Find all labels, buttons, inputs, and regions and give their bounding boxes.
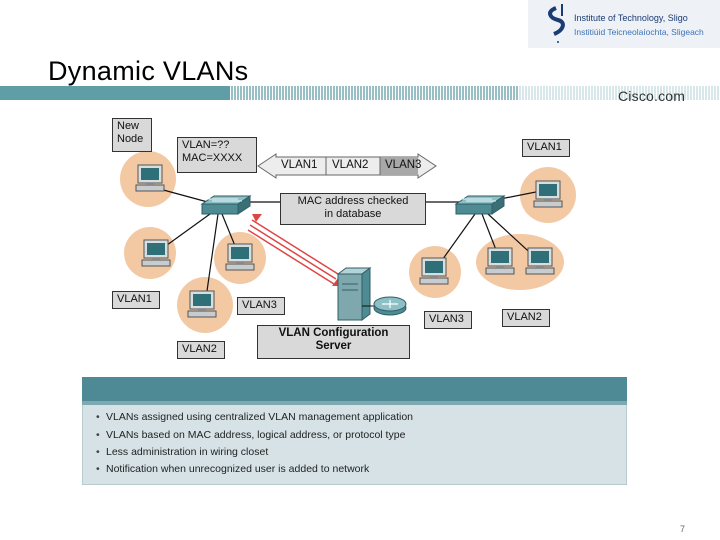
- vlan-table-cell-1: VLAN1: [281, 159, 318, 171]
- slide-title: Dynamic VLANs: [48, 56, 249, 86]
- vlan2-right-label: VLAN2: [502, 309, 550, 327]
- mac-check-line2: in database: [324, 208, 382, 220]
- vlan-table-cell-2: VLAN2: [332, 159, 369, 171]
- mac-check-line1: MAC address checked: [297, 195, 409, 207]
- vlan-query-box: VLAN=?? MAC=XXXX: [177, 137, 257, 173]
- pc-right-pair-b-icon: [525, 247, 555, 275]
- server-line2: Server: [315, 340, 352, 352]
- server-line1: VLAN Configuration: [278, 327, 389, 339]
- router-icon: [373, 296, 407, 316]
- vlan-query-line: VLAN=??: [182, 139, 230, 151]
- dynamic-vlan-diagram: [120, 151, 576, 333]
- bullet-item: •VLANs based on MAC address, logical add…: [96, 429, 406, 441]
- info-panel: [82, 377, 627, 485]
- new-node-label: New Node: [112, 118, 152, 152]
- pc-right-pair-a-icon: [485, 247, 515, 275]
- institute-swirl-icon: [548, 6, 565, 36]
- switch-right-icon: [455, 195, 505, 215]
- pc-right-mid-icon: [419, 257, 449, 285]
- mac-check-box: MAC address checked in database: [280, 193, 426, 225]
- vlan1-left-label: VLAN1: [112, 291, 160, 309]
- mac-query-line: MAC=XXXX: [182, 152, 243, 164]
- switch-left-icon: [201, 195, 251, 215]
- pc-left-mid-icon: [141, 239, 171, 267]
- institute-name: Institute of Technology, Sligo: [574, 13, 688, 23]
- vlan3-left-label: VLAN3: [237, 297, 285, 315]
- institute-logo: [528, 0, 720, 48]
- vlan-config-server-box: VLAN Configuration Server: [257, 325, 410, 359]
- institute-name-irish: Institiúid Teicneolaíochta, Sligeach: [574, 27, 704, 37]
- pc-right-top-icon: [533, 180, 563, 208]
- cisco-logo: Cisco.com: [618, 88, 686, 104]
- vlan1-right-label: VLAN1: [522, 139, 570, 157]
- bullet-item: •VLANs assigned using centralized VLAN m…: [96, 411, 414, 423]
- pc-center-icon: [225, 243, 255, 271]
- pc-bottom-icon: [187, 290, 217, 318]
- page-number: 7: [680, 524, 686, 534]
- bullet-item: •Notification when unrecognized user is …: [96, 463, 370, 475]
- bullet-item: •Less administration in wiring closet: [96, 446, 269, 458]
- configuration-server-icon: [336, 267, 372, 321]
- header-stripe: [0, 86, 719, 100]
- vlan-table-cell-3: VLAN3: [385, 159, 422, 171]
- vlan2-left-label: VLAN2: [177, 341, 225, 359]
- vlan3-right-label: VLAN3: [424, 311, 472, 329]
- pc-new-node-icon: [135, 164, 165, 192]
